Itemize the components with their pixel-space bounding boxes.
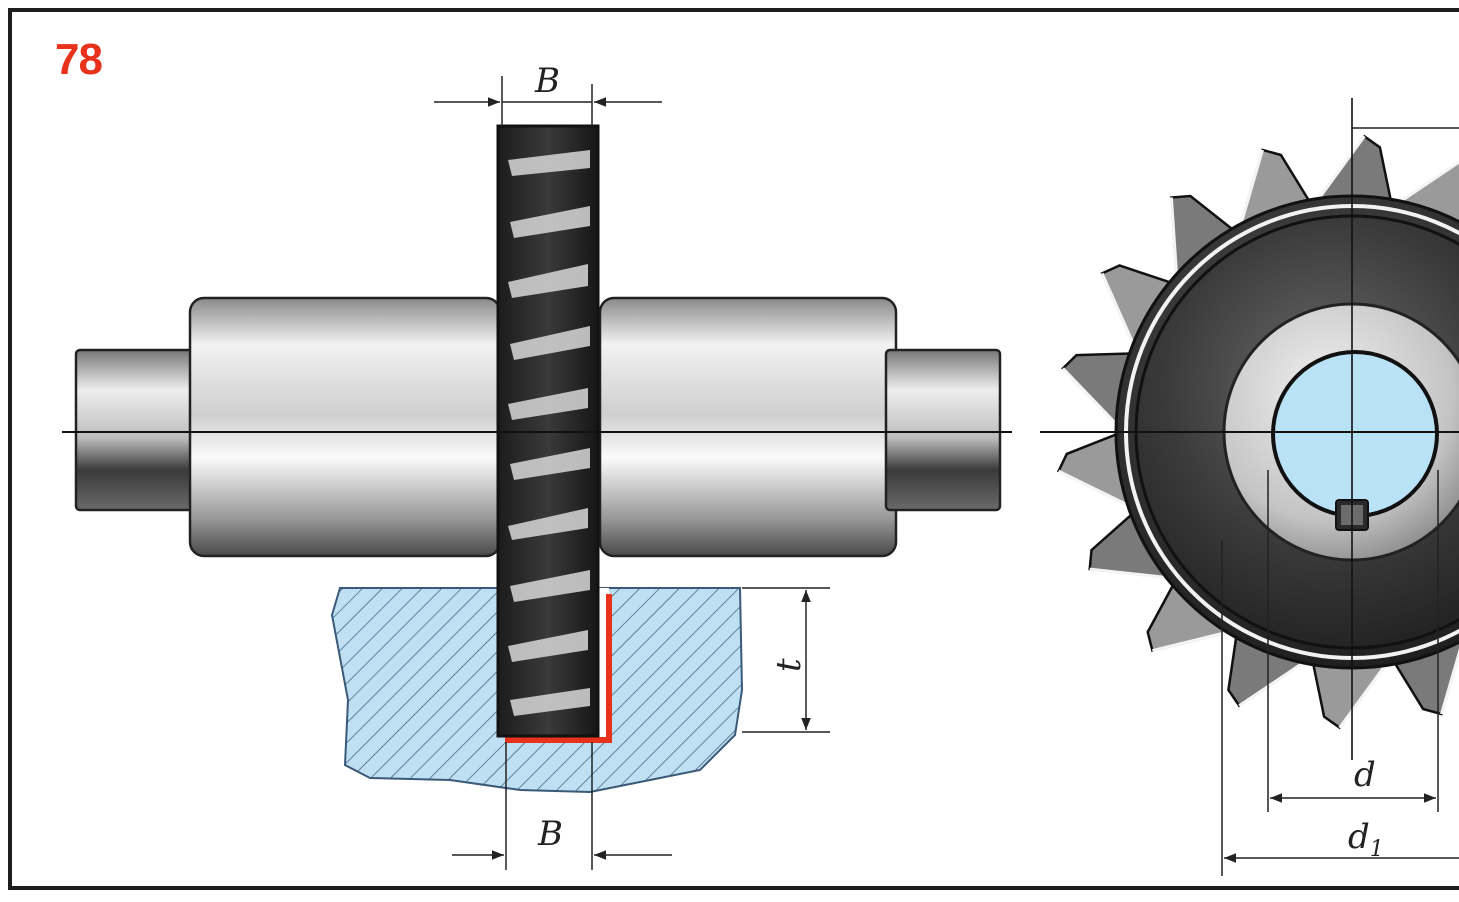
arbor-right-collar xyxy=(600,298,896,556)
cutter-bore xyxy=(1273,352,1437,516)
dimension-width-top: B xyxy=(434,61,662,126)
label-bore-diameter: d xyxy=(1354,755,1376,795)
cutter-face-view-icon xyxy=(1040,98,1459,760)
arbor-assembly xyxy=(62,126,1012,792)
label-cutter-width-bottom: B xyxy=(537,814,563,854)
arbor-left-collar xyxy=(190,298,500,556)
arbor-left-stub xyxy=(76,350,198,510)
figure-number: 78 xyxy=(55,38,102,82)
label-hub-diameter: d1 xyxy=(1348,817,1384,862)
label-cutter-width-top: B xyxy=(534,61,560,101)
label-depth-of-cut: t xyxy=(769,658,809,672)
dimension-depth: t xyxy=(742,588,830,732)
arbor-right-stub xyxy=(886,350,1000,510)
